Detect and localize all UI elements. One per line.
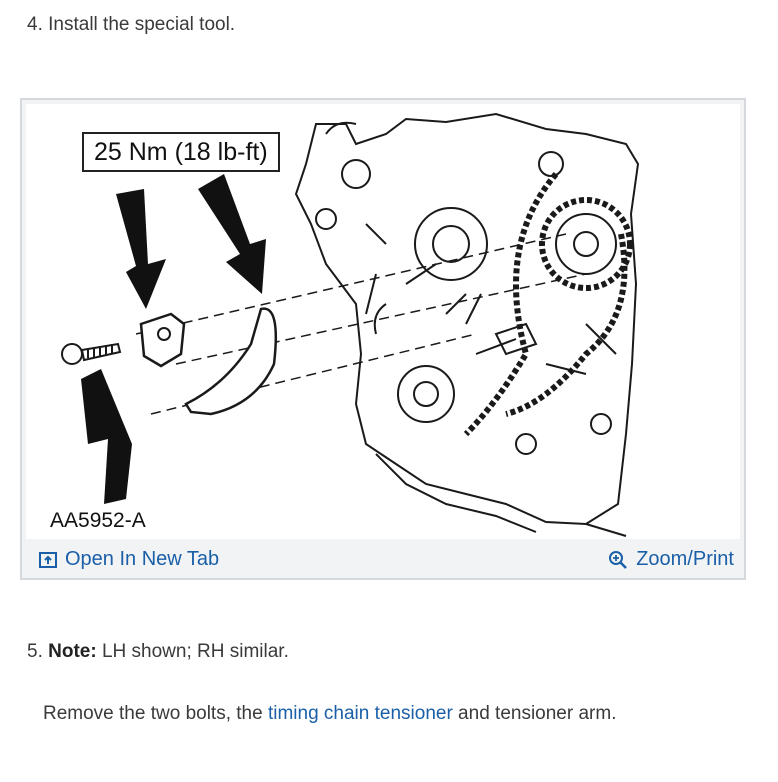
figure-id: AA5952-A <box>50 509 146 532</box>
engine-illustration[interactable]: 25 Nm (18 lb-ft) AA5952-A <box>26 104 740 539</box>
step-5-body: Remove the two bolts, the timing chain t… <box>43 702 616 726</box>
open-in-new-tab-label: Open In New Tab <box>65 548 220 570</box>
body-before: Remove the two bolts, the <box>43 703 268 724</box>
figure-footer: Open In New Tab Zoom/Print <box>22 541 744 578</box>
open-in-new-tab-link[interactable]: Open In New Tab <box>39 548 219 571</box>
open-tab-icon <box>39 551 57 568</box>
step-4: 4. Install the special tool. <box>27 13 235 37</box>
step-number: 4. <box>27 14 43 35</box>
step-5: 5. Note: LH shown; RH similar. <box>27 640 289 664</box>
zoom-print-label: Zoom/Print <box>636 548 734 570</box>
arrow-arm <box>198 174 266 294</box>
step-number: 5. <box>27 641 43 662</box>
zoom-icon <box>608 550 628 570</box>
body-after: and tensioner arm. <box>452 703 617 724</box>
note-label: Note: <box>48 641 97 662</box>
note-text: LH shown; RH similar. <box>101 641 289 662</box>
step-text: Install the special tool. <box>48 14 236 35</box>
figure-panel: 25 Nm (18 lb-ft) AA5952-A Open In New Ta… <box>20 98 746 580</box>
timing-chain-tensioner-link[interactable]: timing chain tensioner <box>267 703 453 724</box>
arrow-bolt <box>81 369 132 504</box>
arrow-tensioner <box>116 189 166 309</box>
zoom-print-link[interactable]: Zoom/Print <box>608 548 734 571</box>
torque-callout: 25 Nm (18 lb-ft) <box>82 132 280 172</box>
engine-drawing <box>61 112 640 537</box>
